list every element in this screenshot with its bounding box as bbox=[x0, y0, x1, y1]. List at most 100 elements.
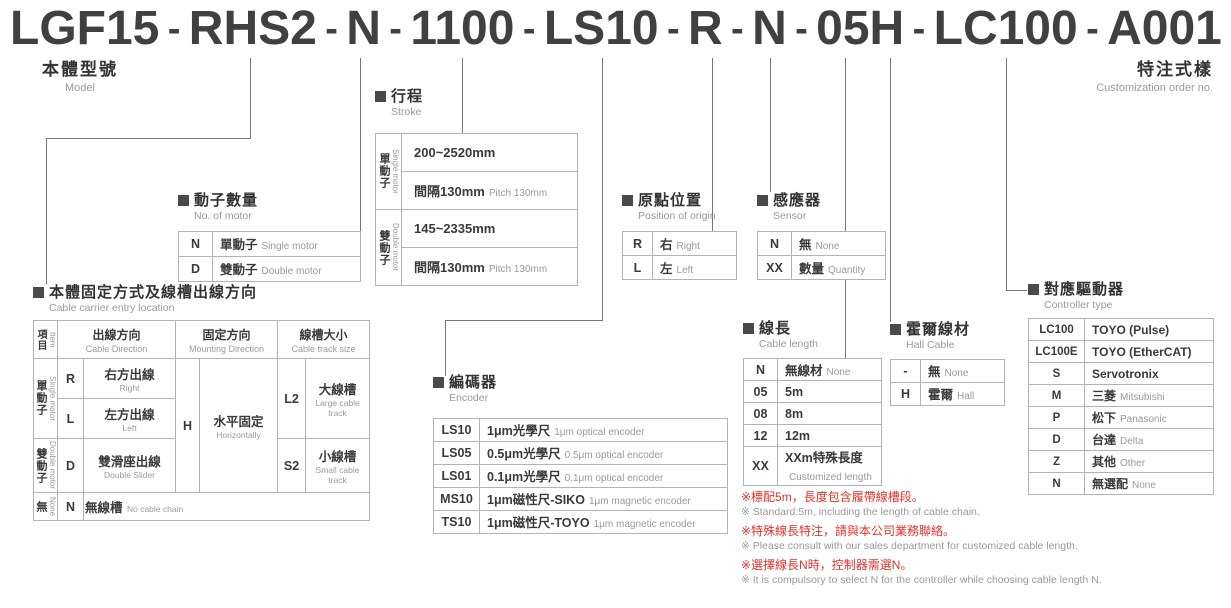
code-cell: R bbox=[57, 358, 84, 399]
col-header-zh: 出線方向 bbox=[92, 327, 141, 342]
section-title-en: Stroke bbox=[391, 106, 422, 118]
desc-zh: 右 bbox=[660, 237, 673, 252]
code-cell: S bbox=[1028, 362, 1085, 385]
desc-en: None bbox=[944, 368, 969, 379]
desc-en: Double Slider bbox=[103, 470, 156, 480]
desc-en: None bbox=[815, 240, 840, 252]
code-cell: D bbox=[178, 256, 213, 282]
desc-cell: 5m bbox=[777, 380, 882, 403]
model-separator: - bbox=[912, 8, 926, 50]
note-en: ※ Please consult with our sales departme… bbox=[741, 540, 1078, 552]
desc-en: Single motor bbox=[261, 241, 318, 252]
desc-zh: 數量 bbox=[799, 261, 825, 276]
cable-length-section-header: 線長 Cable length bbox=[743, 320, 818, 351]
desc-en: None bbox=[826, 366, 851, 378]
desc-cell: XXm特殊長度Customized length bbox=[777, 446, 882, 486]
desc-cell: 無線槽 No cable chain bbox=[82, 492, 371, 521]
section-title-en: Hall Cable bbox=[906, 339, 955, 351]
model-separator: - bbox=[795, 8, 808, 50]
desc-zh: 大線槽 bbox=[318, 383, 357, 397]
desc-sub: Mitsubishi bbox=[1120, 391, 1165, 403]
model-segment-9: A001 bbox=[1107, 2, 1222, 55]
code-cell: D bbox=[57, 438, 84, 493]
desc-zh: 0.1μm光學尺 bbox=[487, 470, 561, 484]
col-header-zh: 線槽大小 bbox=[299, 327, 348, 342]
desc-zh: 霍爾 bbox=[928, 388, 954, 402]
desc-en: Left bbox=[676, 264, 694, 276]
connector-line bbox=[770, 58, 771, 192]
note-zh: ※選擇線長N時，控制器需選N。 bbox=[741, 558, 913, 572]
model-label-zh: 本體型號 bbox=[42, 60, 118, 79]
model-label-en: Model bbox=[65, 82, 95, 94]
value-sub: Pitch 130mm bbox=[488, 263, 548, 275]
desc-main: Servotronix bbox=[1092, 366, 1159, 381]
code-cell: LC100 bbox=[1028, 318, 1085, 341]
model-segment-0: LGF15 bbox=[10, 2, 160, 55]
group-zh: 雙動子 bbox=[378, 229, 390, 266]
sensor-section-header: 感應器 Sensor bbox=[757, 192, 821, 223]
code-cell: P bbox=[1028, 406, 1085, 429]
desc-zh: 12m bbox=[785, 428, 811, 443]
code-cell: 08 bbox=[743, 402, 778, 425]
model-segment-2: N bbox=[346, 2, 381, 55]
origin-section-header: 原點位置 Position of origin bbox=[622, 192, 716, 223]
connector-line bbox=[46, 138, 251, 139]
code-cell: MS10 bbox=[433, 487, 480, 511]
desc-zh: 0.5μm光學尺 bbox=[487, 447, 561, 461]
desc-main: 台達 bbox=[1092, 432, 1117, 447]
model-label: 本體型號 Model bbox=[42, 60, 118, 94]
model-separator: - bbox=[167, 8, 181, 50]
desc-cell: TOYO (Pulse) bbox=[1084, 318, 1214, 341]
section-title-en: Position of origin bbox=[638, 210, 716, 222]
customization-label-zh: 特注式樣 bbox=[1137, 60, 1213, 79]
desc-sub: None bbox=[1132, 479, 1156, 491]
value-text: 200~2520mm bbox=[414, 144, 496, 160]
motor-count-section-header: 動子數量 No. of motor bbox=[178, 192, 258, 223]
section-title-en: Controller type bbox=[1044, 299, 1113, 311]
desc-cell: TOYO (EtherCAT) bbox=[1084, 340, 1214, 363]
stroke-section-header: 行程 Stroke bbox=[375, 88, 423, 119]
model-segment-7: 05H bbox=[816, 2, 905, 55]
desc-zh: 水平固定 bbox=[213, 415, 264, 429]
code-cell: N bbox=[57, 492, 84, 521]
desc-en: Small cable track bbox=[315, 465, 360, 485]
desc-en: Right bbox=[676, 240, 700, 252]
code-cell: L bbox=[57, 398, 84, 439]
desc-en: 0.5μm optical encoder bbox=[564, 450, 664, 461]
section-bullet-icon bbox=[890, 324, 901, 335]
section-bullet-icon bbox=[178, 195, 189, 206]
section-bullet-icon bbox=[433, 377, 444, 388]
table-row: S Servotronix bbox=[1028, 362, 1214, 385]
encoder-section-header: 編碼器 Encoder bbox=[433, 374, 497, 405]
note-zh: ※特殊線長特注，請與本公司業務聯絡。 bbox=[741, 524, 956, 538]
customization-label-en: Customization order no. bbox=[1096, 82, 1213, 94]
code-cell: S2 bbox=[277, 438, 307, 493]
group-zh: 單動子 bbox=[35, 380, 47, 417]
col-header-en: Cable track size bbox=[291, 343, 356, 354]
